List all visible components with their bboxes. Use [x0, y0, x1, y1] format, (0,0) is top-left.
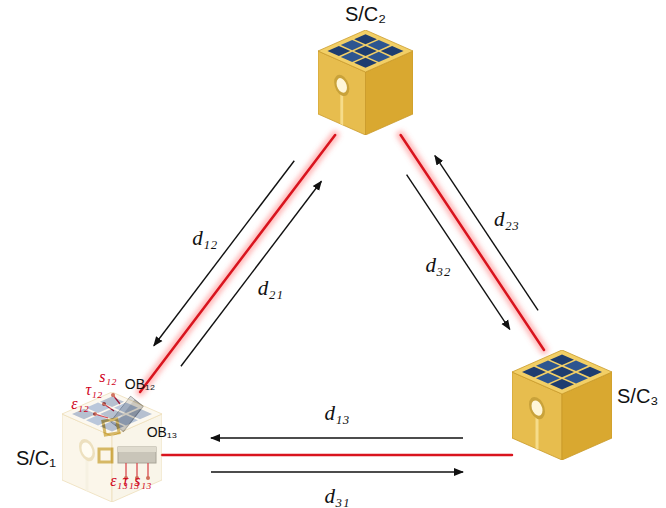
delay-arrow	[211, 471, 463, 472]
bench-label: OB₁₂	[125, 377, 155, 391]
delay-arrow	[407, 175, 510, 330]
spacecraft-label: S/C₃	[617, 386, 658, 406]
laser-link	[401, 135, 544, 350]
delay-arrow	[181, 181, 321, 366]
spacecraft: S/C₂	[318, 30, 413, 135]
delay-label: d₃₂	[424, 254, 453, 277]
delay-arrow	[435, 156, 538, 311]
delay-arrow	[211, 437, 463, 438]
delay-arrow	[154, 161, 294, 346]
spacecraft-label: S/C₂	[345, 4, 386, 24]
spacecraft-label: S/C₁	[16, 448, 56, 468]
spacecraft-icon	[318, 30, 413, 135]
laser-link	[140, 135, 335, 392]
delay-label: d₂₃	[492, 208, 521, 231]
bench-label: OB₁₃	[147, 425, 178, 439]
readout-symbol: ε₁₂	[71, 396, 88, 412]
readout-symbol: s₁₃	[134, 473, 151, 489]
delay-label: d₃₁	[322, 485, 351, 508]
delay-label: d₂₁	[256, 277, 285, 300]
laser-link	[162, 455, 512, 456]
delay-label: d₁₃	[322, 402, 351, 425]
spacecraft-icon	[512, 350, 612, 460]
delay-label: d₁₂	[190, 227, 219, 250]
spacecraft: S/C₃	[512, 350, 612, 460]
